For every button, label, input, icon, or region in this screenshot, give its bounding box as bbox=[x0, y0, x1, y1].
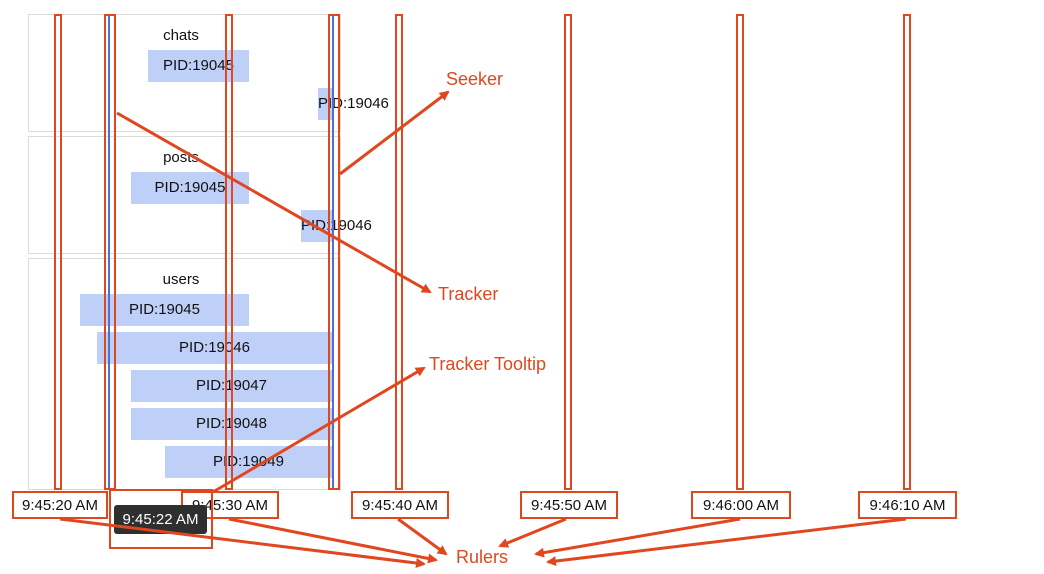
process-bar[interactable]: PID:19049 bbox=[165, 446, 332, 478]
ruler-arrow bbox=[397, 517, 448, 556]
ruler-tick-label: 9:45:50 AM bbox=[520, 491, 618, 519]
tracker-tooltip-highlight-box bbox=[109, 489, 213, 549]
ruler-line bbox=[395, 14, 403, 490]
ruler-arrow bbox=[59, 517, 426, 568]
ruler-tick-label: 9:46:00 AM bbox=[691, 491, 791, 519]
process-bar-label: PID:19045 bbox=[163, 57, 234, 74]
seeker-arrow bbox=[339, 90, 450, 176]
ruler-line bbox=[736, 14, 744, 490]
process-bar-label: PID:19045 bbox=[154, 179, 226, 196]
annotation-tracker: Tracker bbox=[438, 284, 499, 304]
ruler-arrow bbox=[546, 517, 907, 567]
ruler-line bbox=[225, 14, 233, 490]
annotation-rulers: Rulers bbox=[456, 547, 509, 567]
ruler-arrow bbox=[228, 517, 438, 564]
tracker-tooltip: 9:45:22 AM bbox=[114, 505, 207, 534]
ruler-tick-label: 9:46:10 AM bbox=[858, 491, 957, 519]
process-bar-label: PID:19045 bbox=[129, 301, 200, 318]
panel-title-chats: chats bbox=[163, 27, 199, 44]
process-bar[interactable]: PID:19045 bbox=[80, 294, 249, 326]
annotation-seeker: Seeker bbox=[446, 69, 504, 89]
tracker-line[interactable] bbox=[108, 14, 110, 490]
process-bar-label: PID:19049 bbox=[213, 453, 284, 470]
tracker-tooltip-arrow bbox=[212, 366, 426, 494]
seeker-line[interactable] bbox=[332, 14, 334, 490]
ruler-tick-label: 9:45:20 AM bbox=[12, 491, 108, 519]
ruler-line bbox=[564, 14, 572, 490]
process-bar[interactable]: PID:19045 bbox=[131, 172, 249, 204]
ruler-line bbox=[903, 14, 911, 490]
panel-title-users: users bbox=[162, 271, 200, 288]
ruler-tick-label: 9:45:40 AM bbox=[351, 491, 449, 519]
annotation-tracker-tooltip: Tracker Tooltip bbox=[429, 354, 547, 374]
tracker-arrow bbox=[116, 111, 432, 294]
ruler-line bbox=[54, 14, 62, 490]
ruler-arrow bbox=[534, 517, 741, 558]
seeker-highlight-box bbox=[328, 14, 340, 490]
ruler-arrow bbox=[498, 517, 567, 548]
